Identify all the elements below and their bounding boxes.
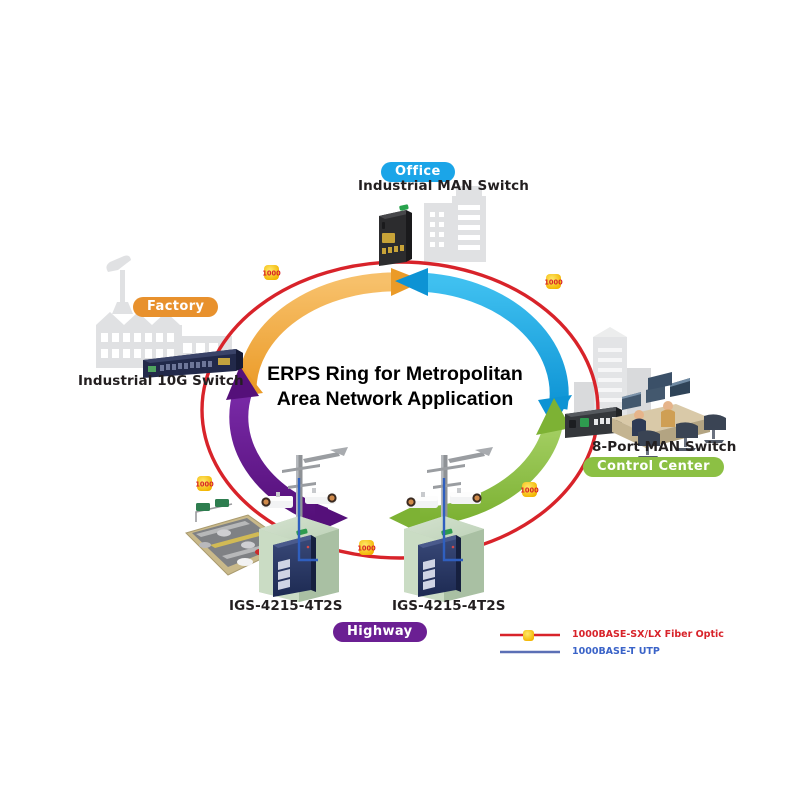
legend-fiber-line xyxy=(500,630,560,641)
legend-label-fiber: 1000BASE-SX/LX Fiber Optic xyxy=(572,629,724,640)
camera-right-a xyxy=(406,492,438,508)
svg-text:1000: 1000 xyxy=(520,487,539,495)
office-chair-3 xyxy=(704,414,726,443)
ring-marker: 1000 xyxy=(195,476,214,491)
office-building-silhouette xyxy=(424,186,486,262)
label-8-port-man-switch: 8-Port MAN Switch xyxy=(592,439,737,455)
utp-cable-left xyxy=(297,478,318,562)
industrial-man-switch-device xyxy=(379,204,412,266)
ring-marker: 1000 xyxy=(544,274,563,289)
control-room-workstations xyxy=(612,372,726,459)
operator-2 xyxy=(661,401,675,427)
camera-right-b xyxy=(450,488,482,504)
office-chair-2 xyxy=(676,422,698,451)
badge-highway: Highway xyxy=(333,622,427,642)
label-igs-4215-right: IGS-4215-4T2S xyxy=(392,598,506,614)
svg-text:1000: 1000 xyxy=(544,279,563,287)
label-igs-4215-left: IGS-4215-4T2S xyxy=(229,598,343,614)
svg-text:1000: 1000 xyxy=(195,481,214,489)
camera-left-a xyxy=(261,492,293,508)
legend-label-utp: 1000BASE-T UTP xyxy=(572,646,660,657)
man-switch-8port-device xyxy=(565,407,622,438)
ring-speed-markers: 1000 1000 1000 1000 1000 xyxy=(195,265,563,555)
ring-marker: 1000 xyxy=(520,482,539,497)
ring-title-line1: ERPS Ring for Metropolitan xyxy=(267,363,523,385)
svg-text:1000: 1000 xyxy=(357,545,376,553)
highway-cabinet-right xyxy=(404,447,493,602)
camera-left-b xyxy=(305,488,337,504)
label-industrial-10g-switch: Industrial 10G Switch xyxy=(78,373,244,389)
industrial-10g-switch-device xyxy=(143,349,243,378)
svg-text:1000: 1000 xyxy=(262,270,281,278)
badge-office: Office xyxy=(381,162,455,182)
ring-marker: 1000 xyxy=(357,540,376,555)
highway-cabinet-left xyxy=(259,447,348,602)
label-industrial-man-switch: Industrial MAN Switch xyxy=(358,178,529,194)
ring-marker: 1000 xyxy=(262,265,281,280)
arrow-control-center-to-highway xyxy=(389,398,571,533)
monitor-cluster xyxy=(622,372,690,410)
industrial-switch-right xyxy=(418,528,461,597)
utp-cable-right xyxy=(442,478,463,562)
badge-factory: Factory xyxy=(133,297,219,317)
badge-control-center: Control Center xyxy=(583,457,724,477)
ring-title-line2: Area Network Application xyxy=(276,388,514,410)
